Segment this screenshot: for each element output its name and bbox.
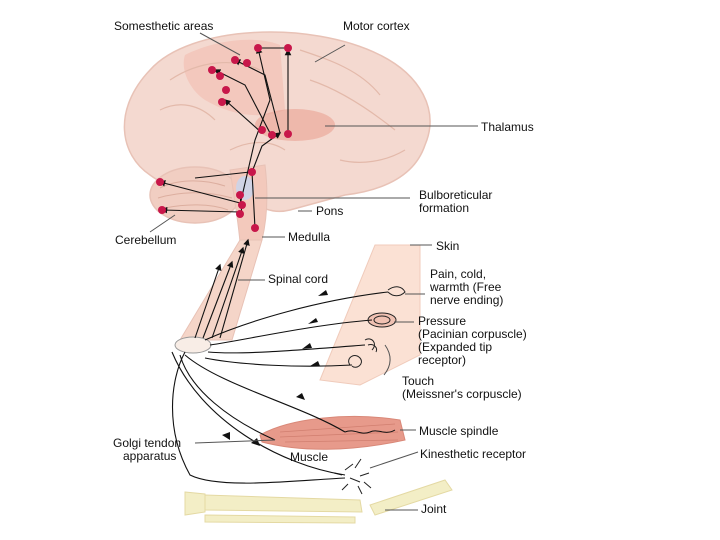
bones <box>184 479 453 524</box>
label-muscle-spindle: Muscle spindle <box>419 424 499 438</box>
pacinian-corpuscle-receptor <box>367 312 397 328</box>
label-skin: Skin <box>436 239 460 253</box>
fiber-arrows <box>222 290 328 446</box>
label-bulboreticular-formation: Bulboreticular formation <box>419 188 493 215</box>
thalamus-region <box>255 109 335 141</box>
label-kinesthetic-receptor: Kinesthetic receptor <box>420 447 527 461</box>
meissner-corpuscle-receptor <box>348 355 362 368</box>
nerve-fibers <box>171 291 389 484</box>
label-spinal-cord: Spinal cord <box>268 272 329 286</box>
label-cerebellum: Cerebellum <box>115 233 177 247</box>
label-motor-cortex: Motor cortex <box>343 19 410 33</box>
brainstem-shape <box>229 164 268 243</box>
muscle-shape <box>259 416 406 450</box>
label-golgi-tendon-apparatus: Golgi tendon apparatus <box>113 436 182 463</box>
label-thalamus: Thalamus <box>481 120 534 134</box>
label-pons: Pons <box>316 204 344 218</box>
label-pressure: Pressure (Pacinian corpuscle) (Expanded … <box>418 314 527 367</box>
muscle-spindle-fiber <box>344 429 396 434</box>
label-medulla: Medulla <box>288 230 331 244</box>
brain-folds <box>159 49 406 163</box>
expanded-tip-receptor <box>364 338 377 353</box>
skin-block <box>319 244 421 386</box>
label-joint: Joint <box>421 502 447 516</box>
ascending-tracts <box>194 238 250 339</box>
cortex-highlight <box>183 39 285 116</box>
label-pain-cold-warmth: Pain, cold, warmth (Free nerve ending) <box>430 267 504 307</box>
free-nerve-ending-receptor <box>387 286 406 297</box>
receptors <box>333 286 406 495</box>
leader-lines <box>149 32 478 511</box>
label-muscle: Muscle <box>290 450 329 464</box>
label-touch: Touch (Meissner's corpuscle) <box>402 374 522 401</box>
kinesthetic-receptor-ending <box>333 458 372 495</box>
cerebellum-shape <box>149 166 241 224</box>
label-somesthetic-areas: Somesthetic areas <box>114 19 214 33</box>
nuclei <box>156 44 292 232</box>
